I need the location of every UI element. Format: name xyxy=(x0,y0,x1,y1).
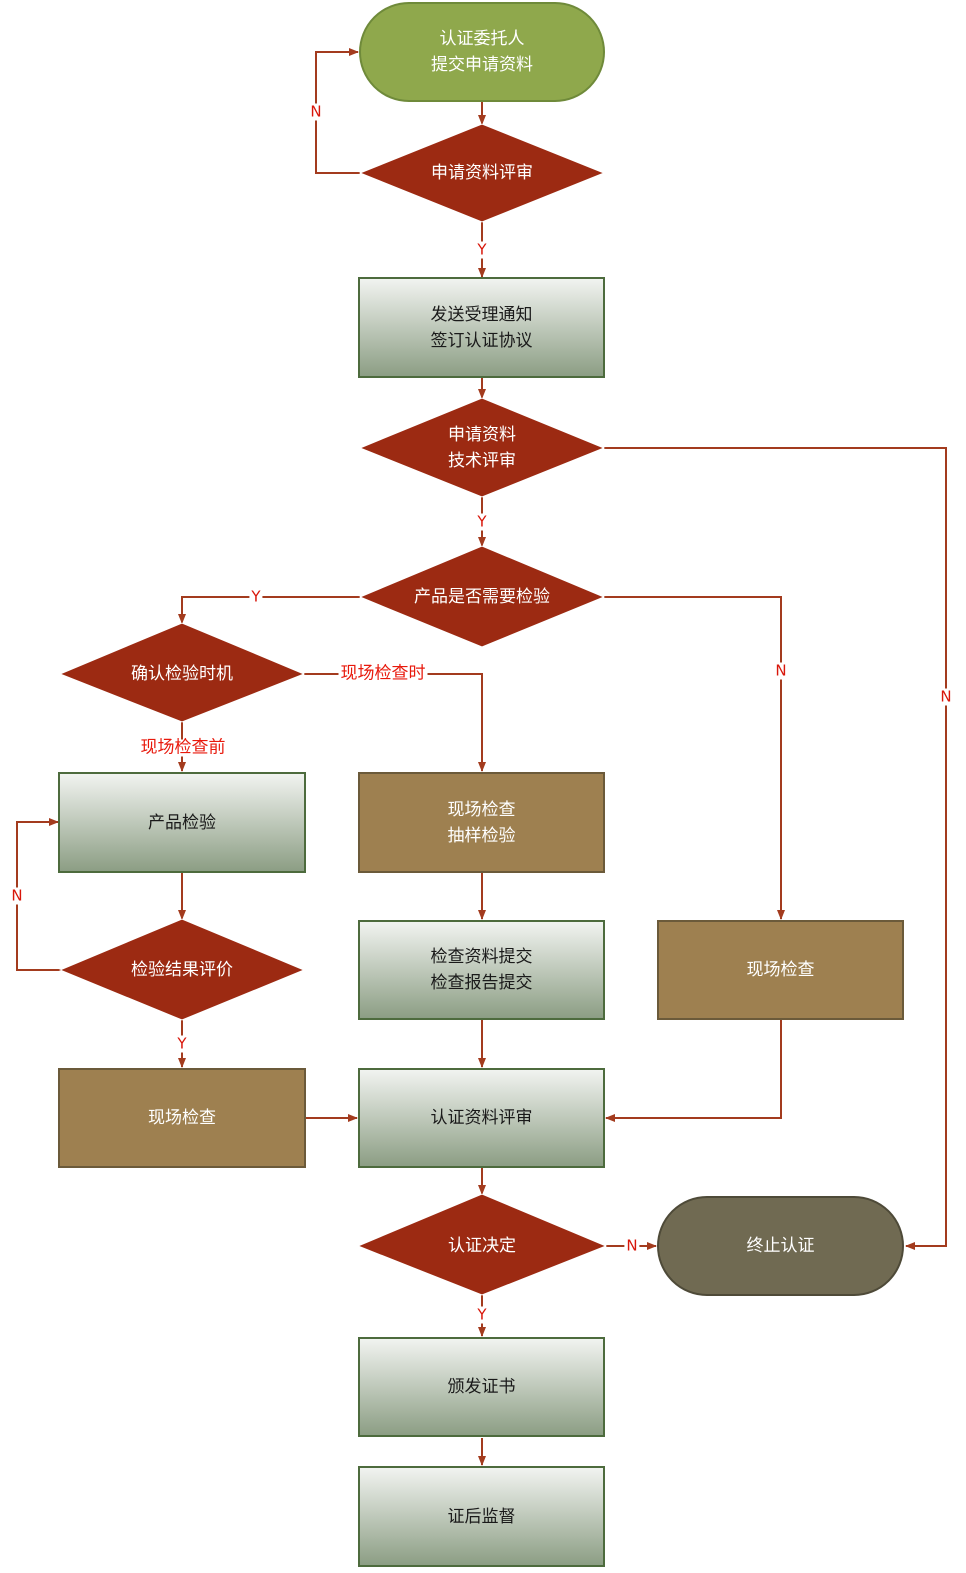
issue-cert-box xyxy=(358,1337,605,1437)
decision-shapes xyxy=(58,123,608,1296)
confirm-timing-diamond xyxy=(58,622,306,723)
onsite-left-box xyxy=(58,1068,306,1168)
cert-review-box xyxy=(358,1068,605,1168)
edge-label-timing-before: 现场检查前 xyxy=(138,737,228,758)
notify-box xyxy=(358,277,605,378)
submit-reports-box xyxy=(358,920,605,1020)
edge-need-yes xyxy=(178,596,360,624)
edge-label-need-no: N xyxy=(773,661,789,680)
review-docs-diamond xyxy=(358,123,606,223)
decision-diamond xyxy=(356,1193,608,1296)
tech-review-diamond xyxy=(358,397,606,498)
edge-label-tech-no: N xyxy=(938,687,954,706)
result-eval-diamond xyxy=(58,918,306,1021)
edge-label-eval-yes: Y xyxy=(175,1034,189,1053)
edge-label-need-yes: Y xyxy=(249,587,263,606)
onsite-boxes xyxy=(58,772,904,1168)
edge-label-timing-during: 现场检查时 xyxy=(338,663,428,684)
edge-label-review-yes: Y xyxy=(475,240,489,259)
edge-label-decision-no: N xyxy=(624,1236,640,1255)
edge-timing-during xyxy=(304,673,486,772)
edge-tech-no xyxy=(604,447,947,1250)
onsite-sampling-box xyxy=(358,772,605,873)
process-boxes xyxy=(58,277,605,1567)
edge-onsite-right-certreview xyxy=(605,1020,782,1122)
terminate-terminal xyxy=(657,1196,904,1296)
start-terminal xyxy=(359,2,605,102)
edge-need-no xyxy=(604,596,785,920)
product-test-box xyxy=(58,772,306,873)
surveillance-box xyxy=(358,1466,605,1567)
edge-label-eval-no: N xyxy=(9,886,25,905)
edge-label-tech-yes: Y xyxy=(475,512,489,531)
edge-label-decision-yes: Y xyxy=(475,1305,489,1324)
need-inspection-diamond xyxy=(358,545,606,648)
onsite-right-box xyxy=(657,920,904,1020)
edge-label-review-no: N xyxy=(308,102,324,121)
